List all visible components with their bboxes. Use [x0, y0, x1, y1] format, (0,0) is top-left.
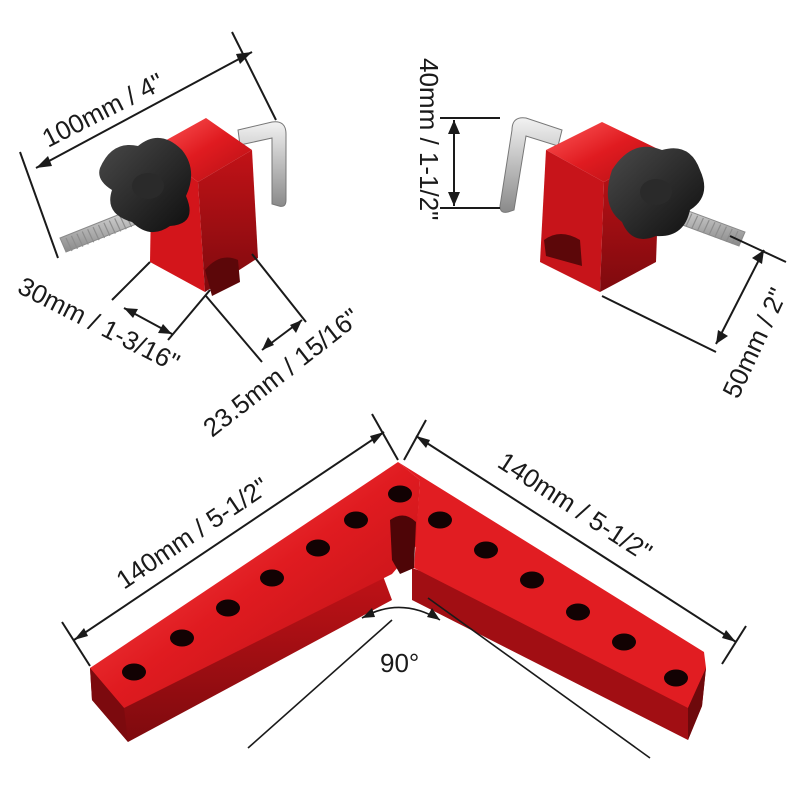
thread-ridge [65, 237, 73, 252]
right-clamp-block-top [546, 122, 660, 182]
thread-ridge [114, 218, 122, 232]
thread-ridge [103, 222, 111, 237]
thread-ridge [76, 233, 84, 247]
dimension-lines [19, 31, 787, 759]
thread-ridge [81, 231, 89, 245]
mounting-hole [344, 511, 368, 529]
mounting-hole [520, 571, 544, 589]
thread-ridge [119, 215, 127, 230]
right-clamp-hook-rod [499, 117, 563, 213]
thread-ridge [70, 235, 78, 250]
thread-ridge [714, 224, 722, 238]
thread-ridge [708, 222, 716, 236]
mounting-hole [122, 663, 146, 681]
thread-ridge [87, 229, 95, 243]
thread-ridge [685, 213, 693, 227]
mounting-hole [664, 669, 688, 687]
mounting-hole [612, 633, 636, 651]
corner-square-right-end [688, 668, 706, 740]
mounting-hole [388, 485, 412, 503]
thread-ridge [691, 215, 699, 230]
corner-square-left-end [90, 668, 128, 742]
right-clamp-slot [544, 234, 582, 266]
left-clamp-slot [205, 257, 240, 296]
mounting-hole [216, 599, 240, 617]
label-clamp-width: 30mm / 1-3/16" [13, 271, 184, 378]
label-clamp-height: 40mm / 1-1/2" [414, 58, 444, 220]
mounting-hole [260, 569, 284, 587]
right-clamp [499, 117, 746, 292]
thread-ridge [725, 228, 733, 243]
thread-ridge [92, 226, 100, 241]
thread-ridge [719, 226, 728, 240]
corner-square-holes [122, 485, 688, 687]
label-clamp-depth: 50mm / 2" [716, 283, 793, 402]
mounting-hole [474, 541, 498, 559]
corner-square [90, 462, 706, 742]
label-angle: 90° [380, 648, 419, 678]
mounting-hole [566, 603, 590, 621]
left-clamp-hook-rod [237, 121, 287, 207]
left-clamp [59, 118, 287, 296]
mounting-hole [170, 629, 194, 647]
thread-ridge [696, 217, 704, 232]
thread-ridge [702, 219, 710, 234]
corner-square-relief-notch [390, 515, 416, 574]
corner-square-right-arm-side [412, 568, 706, 740]
corner-square-left-arm-top [90, 462, 420, 708]
mounting-hole [306, 539, 330, 557]
left-clamp-block-side [198, 150, 258, 292]
label-clamp-slot: 23.5mm / 15/16" [197, 302, 365, 443]
thread-ridge [108, 220, 116, 234]
mounting-hole [428, 511, 452, 529]
thread-ridge [97, 224, 106, 239]
